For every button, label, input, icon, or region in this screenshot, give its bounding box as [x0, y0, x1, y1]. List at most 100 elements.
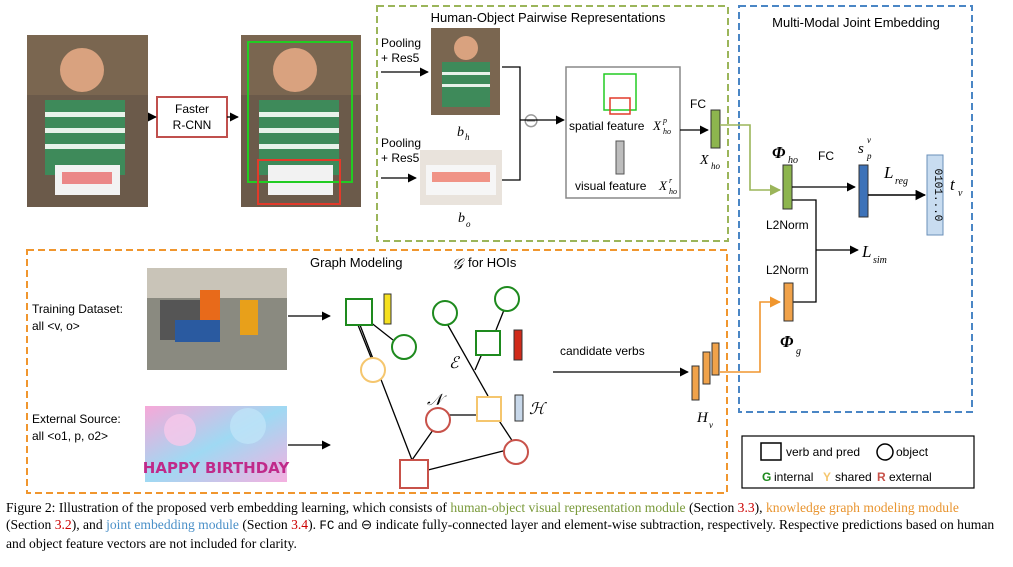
b-h-label: b [457, 125, 464, 140]
edge [427, 449, 508, 471]
pooling-top-label-1: Pooling [381, 36, 421, 50]
merge-bracket [502, 66, 521, 181]
arrow-xho-to-phiho [720, 124, 782, 196]
h-v-vector [711, 342, 720, 376]
graph-module-title-suffix: for HOIs [468, 255, 517, 270]
verb-node [476, 396, 502, 422]
edge [357, 324, 373, 361]
phi-ho-vector [782, 164, 793, 210]
verb-node [475, 330, 501, 356]
pooling-bot-label-2: + Res5 [381, 151, 420, 165]
legend-r-text: external [889, 470, 932, 484]
x-ho-sub: ho [711, 161, 721, 171]
spatial-object-box [609, 97, 631, 115]
caption-ref-link[interactable]: 3.4 [291, 517, 309, 532]
verb-node [399, 459, 429, 489]
graph-module-title-prefix: Graph Modeling [310, 255, 403, 270]
knowledge-graph [357, 304, 516, 471]
edge [359, 324, 413, 461]
phi-g-label: Φ [780, 332, 794, 351]
s-p-sup: v [867, 135, 871, 145]
edge [444, 319, 489, 397]
visual-feature-label: visual feature [575, 179, 647, 193]
s-p-vector [858, 164, 869, 218]
training-label-1: Training Dataset: [32, 302, 123, 316]
figure-diagram: Faster R-CNN Human-Object Pairwise Repre… [26, 5, 975, 494]
object-crop [420, 150, 502, 205]
b-o-label: b [458, 211, 465, 226]
l-sim-sub: sim [873, 255, 887, 266]
human-crop [431, 28, 500, 115]
pooling-top-label-2: + Res5 [381, 51, 420, 65]
human-bbox [247, 41, 353, 183]
x-p-label: X [652, 118, 662, 133]
caption-fc-code: FC [319, 519, 335, 533]
training-photo [147, 268, 287, 370]
node-vector [513, 329, 523, 361]
s-p-label: s [858, 141, 864, 157]
object-node [432, 300, 458, 326]
happy-birthday-text: HAPPY BIRTHDAY [143, 459, 291, 477]
caption-ref-link[interactable]: 3.3 [737, 500, 755, 515]
l-reg-label: L [883, 163, 893, 182]
t-v-bits: 0101...0 [931, 169, 943, 222]
legend-y-text: shared [835, 470, 872, 484]
t-v-label: t [950, 175, 956, 194]
input-photo [27, 35, 148, 207]
caption-text: ), and [71, 517, 107, 532]
h-v-vector [691, 365, 700, 401]
caption-graph-module: knowledge graph modeling module [765, 500, 959, 515]
legend-object-icon [876, 443, 894, 461]
legend-object-label: object [896, 445, 929, 459]
legend-r-letter: R [877, 470, 886, 484]
caption-joint-module: joint embedding module [106, 517, 239, 532]
b-o-sub: o [466, 219, 471, 229]
graph-module-box [26, 249, 728, 494]
l-reg-sub: reg [895, 176, 908, 187]
l-sim-label: L [861, 242, 871, 261]
caption-text: ), [754, 500, 766, 515]
caption-text: (Section [6, 517, 55, 532]
verb-node [345, 298, 373, 326]
caption-text: Figure 2: Illustration of the proposed v… [6, 500, 451, 515]
arrow-hv-to-phig [720, 296, 782, 373]
phi-ho-sub: ho [788, 155, 798, 166]
x-r-sup: r [669, 176, 673, 185]
joint-module-title: Multi-Modal Joint Embedding [772, 15, 940, 30]
caption-ref-link[interactable]: 3.2 [54, 517, 72, 532]
h-v-sub: v [709, 420, 713, 430]
t-v-vector [926, 154, 944, 236]
caption-text: (Section [238, 517, 292, 532]
legend-g-letter: G [762, 470, 771, 484]
object-node [494, 286, 520, 312]
training-label-2: all <v, o> [32, 319, 80, 333]
graph-module-title-symbol: 𝒢 [452, 255, 465, 273]
l2norm-label-1: L2Norm [766, 218, 809, 232]
pooling-bot-label-1: Pooling [381, 136, 421, 150]
faster-rcnn-label-2: R-CNN [173, 118, 212, 132]
node-vector [514, 394, 524, 422]
h-v-label: H [696, 410, 709, 426]
pairwise-module-box [376, 5, 729, 242]
x-r-label: X [658, 178, 668, 193]
e-symbol: ℰ [449, 353, 461, 372]
joint-module-box [738, 5, 973, 413]
caption-visual-module: human-object visual representation modul… [450, 500, 686, 515]
object-node [425, 407, 451, 433]
b-h-sub: h [465, 132, 470, 142]
sim-bracket [792, 199, 817, 303]
faster-rcnn-label-1: Faster [175, 102, 209, 116]
phi-g-vector [783, 282, 794, 322]
pairwise-module-title: Human-Object Pairwise Representations [431, 10, 666, 25]
detection-photo [241, 35, 361, 207]
caption-text: and ⊖ indicate fully-connected layer and… [6, 517, 995, 551]
legend-verb-label: verb and pred [786, 445, 860, 459]
object-node [360, 357, 386, 383]
s-p-sub: p [866, 151, 872, 161]
object-node [391, 334, 417, 360]
h-symbol: ℋ [529, 399, 547, 418]
object-node [503, 439, 529, 465]
x-ho-vector [710, 109, 721, 149]
phi-ho-label: Φ [772, 143, 786, 162]
x-ho-label: X [699, 153, 709, 168]
